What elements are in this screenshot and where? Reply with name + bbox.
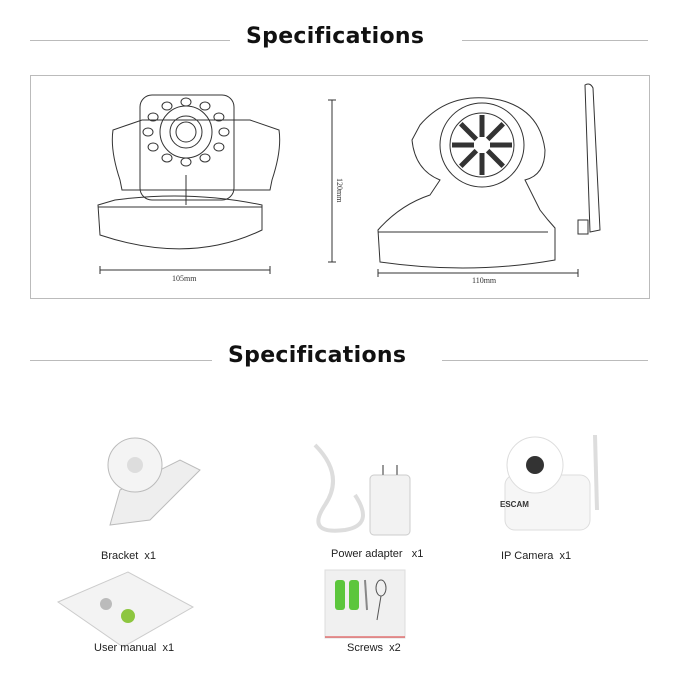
ip-camera-image bbox=[504, 434, 599, 531]
side-width-label: 110mm bbox=[472, 276, 497, 285]
user-manual-image bbox=[56, 571, 195, 648]
lens-spoke bbox=[459, 122, 479, 142]
divider-right-1 bbox=[462, 40, 648, 41]
item-label-screws: Screws x2 bbox=[347, 642, 401, 654]
divider-left-1 bbox=[30, 40, 230, 41]
lens-spoke bbox=[485, 122, 505, 142]
ir-led-outline bbox=[180, 157, 192, 167]
lens-spoke bbox=[459, 148, 479, 168]
ir-led-outline bbox=[180, 97, 192, 107]
ir-led-outline bbox=[213, 112, 225, 122]
height-label: 120mm bbox=[335, 178, 344, 203]
ir-led-outline bbox=[161, 153, 173, 163]
front-width-label: 105mm bbox=[172, 274, 197, 283]
item-label-user-manual: User manual x1 bbox=[94, 642, 175, 654]
ir-led-outline bbox=[147, 142, 159, 152]
divider-right-2 bbox=[442, 360, 648, 361]
ir-led-outline bbox=[199, 153, 211, 163]
section-title-1: Specifications bbox=[246, 24, 425, 49]
dimension-drawing-panel bbox=[30, 75, 650, 299]
ir-led-outline bbox=[218, 127, 230, 137]
bracket-image bbox=[107, 437, 201, 526]
power-adapter-image bbox=[313, 443, 411, 536]
camera-logo: ESCAM bbox=[500, 500, 529, 509]
ir-led-outline bbox=[142, 127, 154, 137]
divider-left-2 bbox=[30, 360, 212, 361]
item-label-bracket: Bracket x1 bbox=[101, 550, 157, 562]
ir-led-outline bbox=[199, 101, 211, 111]
ir-led-outline bbox=[147, 112, 159, 122]
camera-front-drawing bbox=[97, 83, 601, 277]
screws-bag-image bbox=[324, 569, 406, 639]
item-label-power-adapter: Power adapter x1 bbox=[331, 548, 424, 560]
item-label-ip-camera: IP Camera x1 bbox=[501, 550, 572, 562]
ir-led-outline bbox=[213, 142, 225, 152]
section-title-2: Specifications bbox=[228, 343, 407, 368]
lens-spoke bbox=[485, 148, 505, 168]
ir-led-outline bbox=[161, 101, 173, 111]
